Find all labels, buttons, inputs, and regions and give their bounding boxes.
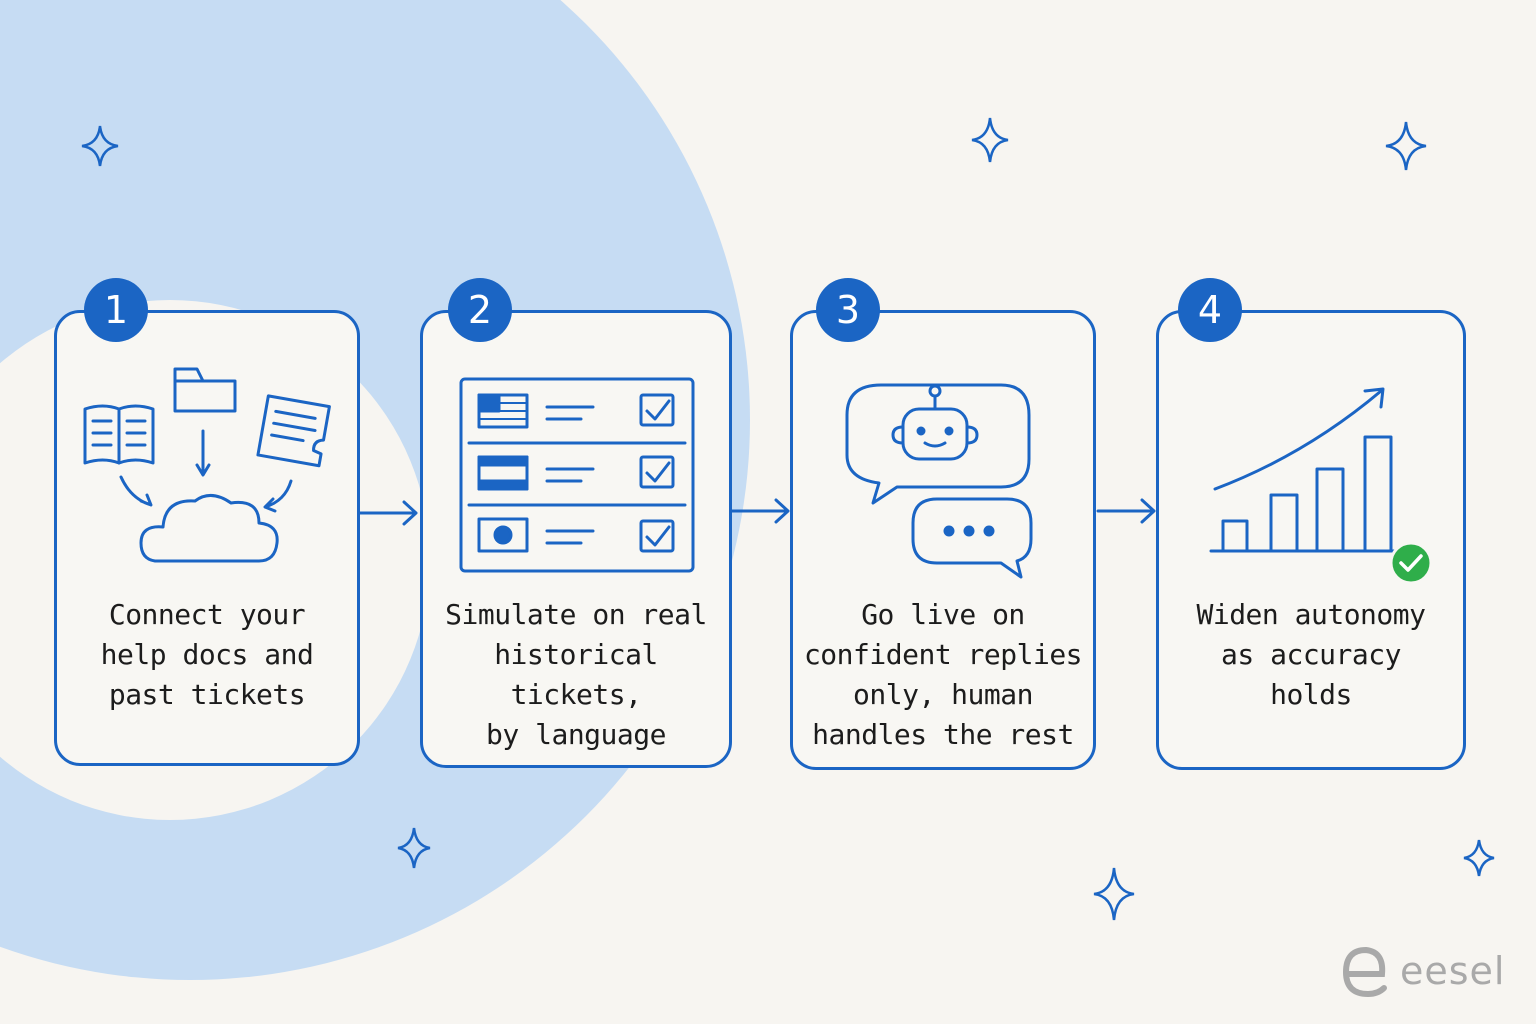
- caption-line: Simulate on real: [445, 598, 707, 631]
- checkbox-checked-icon: [639, 455, 675, 489]
- sparkle-icon: [81, 125, 119, 167]
- flow-arrow-icon: [1096, 498, 1156, 524]
- caption-line: only, human: [853, 678, 1033, 711]
- chat-bubbles-icon: [845, 383, 1033, 579]
- step-card-2: Simulate on real historical tickets, by …: [420, 310, 732, 768]
- step-card-4: Widen autonomy as accuracy holds: [1156, 310, 1466, 770]
- caption-line: past tickets: [108, 678, 306, 711]
- caption-line: handles the rest: [812, 718, 1074, 751]
- knowledge-sources-icon: [83, 367, 331, 563]
- step-number-badge-2: 2: [448, 278, 512, 342]
- open-book-icon: [83, 404, 155, 465]
- caption-line: as accuracy: [1221, 638, 1401, 671]
- caption-line: confident replies: [803, 638, 1083, 671]
- caption-line: historical tickets,: [494, 638, 658, 711]
- japan-flag-icon: [477, 517, 529, 553]
- usa-flag-icon: [477, 393, 529, 429]
- caption-line: by language: [486, 718, 666, 751]
- step-number-badge-1: 1: [84, 278, 148, 342]
- cloud-icon: [139, 494, 279, 563]
- caption-line: help docs and: [100, 638, 314, 671]
- caption-line: Go live on: [861, 598, 1025, 631]
- eesel-logo: eesel: [1340, 944, 1506, 998]
- step-2-caption: Simulate on real historical tickets, by …: [423, 595, 729, 755]
- caption-line: holds: [1270, 678, 1352, 711]
- step-3-caption: Go live on confident replies only, human…: [793, 595, 1093, 755]
- step-card-1: Connect your help docs and past tickets: [54, 310, 360, 766]
- checkbox-checked-icon: [639, 519, 675, 553]
- document-icon: [256, 394, 331, 468]
- brand-name: eesel: [1400, 949, 1506, 993]
- step-4-caption: Widen autonomy as accuracy holds: [1159, 595, 1463, 715]
- check-badge-icon: [1389, 541, 1433, 585]
- step-1-caption: Connect your help docs and past tickets: [57, 595, 357, 715]
- flow-arrow-icon: [358, 500, 418, 526]
- flow-arrow-icon: [730, 498, 790, 524]
- sparkle-icon: [1463, 839, 1495, 877]
- trend-arrow-icon: [1213, 389, 1383, 491]
- language-ticket-list-icon: [459, 377, 695, 573]
- flag-icon: [477, 455, 529, 491]
- step-number-badge-3: 3: [816, 278, 880, 342]
- typing-bubble-icon: [911, 497, 1033, 579]
- caption-line: Widen autonomy: [1196, 598, 1426, 631]
- folder-icon: [173, 367, 237, 413]
- step-card-3: Go live on confident replies only, human…: [790, 310, 1096, 770]
- eesel-logo-mark-icon: [1342, 946, 1387, 998]
- sparkle-icon: [1385, 121, 1427, 171]
- step-number-badge-4: 4: [1178, 278, 1242, 342]
- sparkle-icon: [397, 827, 431, 869]
- robot-chat-bubble-icon: [845, 383, 1031, 505]
- sparkle-icon: [1093, 867, 1135, 921]
- caption-line: Connect your: [108, 598, 306, 631]
- sparkle-icon: [971, 117, 1009, 163]
- growth-bar-chart-icon: [1209, 387, 1433, 585]
- checkbox-checked-icon: [639, 393, 675, 427]
